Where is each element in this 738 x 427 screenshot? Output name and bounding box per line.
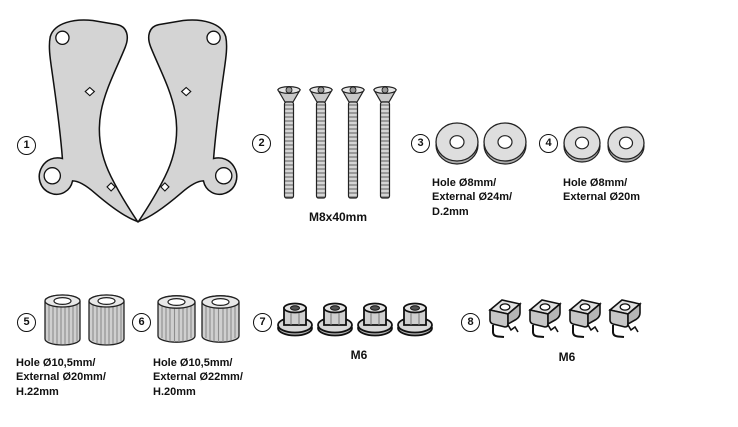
- washers-large-spec-label: Hole Ø8mm/ External Ø24m/ D.2mm: [432, 177, 513, 218]
- bolt-1: [276, 85, 302, 199]
- spacer-h22-2: [88, 294, 125, 346]
- washers-large-illustration: [435, 122, 527, 165]
- mounting-brackets-illustration: [38, 19, 238, 223]
- spacers-h20-spec-label: Hole Ø10,5mm/ External Ø22mm/ H.20mm: [153, 357, 243, 398]
- bracket-left: [38, 19, 140, 223]
- bracket-right-hole-top: [206, 30, 221, 46]
- part-7-number-badge: 7: [253, 313, 272, 332]
- part-4-number-badge: 4: [539, 134, 558, 153]
- spacers-h22-illustration: [44, 294, 125, 346]
- spacers-h22-spec-label: Hole Ø10,5mm/ External Ø20mm/ H.22mm: [16, 357, 106, 398]
- bracket-right-diamond-cutout-2: [160, 182, 170, 192]
- washers-small-illustration: [563, 126, 645, 163]
- part-8-number-badge: 8: [461, 313, 480, 332]
- spacer-h20-2: [201, 295, 240, 343]
- washers-small-spec-label: Hole Ø8mm/ External Ø20m: [563, 177, 641, 204]
- part-2-number-badge: 2: [252, 134, 271, 153]
- washer-small-1: [563, 126, 601, 163]
- part-1-number-badge: 1: [17, 136, 36, 155]
- part-6-number-badge: 6: [132, 313, 151, 332]
- part-5-number-badge: 5: [17, 313, 36, 332]
- bolts-illustration: [276, 85, 398, 199]
- flange-nut-2: [317, 302, 353, 337]
- bolt-4: [372, 85, 398, 199]
- part-3-number-badge: 3: [411, 134, 430, 153]
- spacer-h22-1: [44, 294, 81, 346]
- bolt-2: [308, 85, 334, 199]
- clip-nuts-illustration: [488, 299, 642, 338]
- flange-nut-3: [357, 302, 393, 337]
- flange-nuts-illustration: [277, 302, 433, 337]
- washer-large-2: [483, 122, 527, 165]
- spacers-h20-illustration: [157, 295, 240, 343]
- bracket-left-hole-top: [55, 30, 70, 46]
- flange-nuts-size-label: M6: [350, 348, 368, 362]
- flange-nut-1: [277, 302, 313, 337]
- bracket-right: [136, 19, 238, 223]
- washer-large-1: [435, 122, 479, 165]
- clip-nut-3: [568, 299, 602, 338]
- clip-nut-4: [608, 299, 642, 338]
- spacer-h20-1: [157, 295, 196, 343]
- bracket-right-hole-bottom: [214, 166, 233, 185]
- bracket-left-hole-bottom: [43, 166, 62, 185]
- bracket-right-diamond-cutout: [180, 86, 192, 97]
- flange-nut-4: [397, 302, 433, 337]
- washer-small-2: [607, 126, 645, 163]
- clip-nut-2: [528, 299, 562, 338]
- bracket-left-diamond-cutout-2: [106, 182, 116, 192]
- clip-nut-1: [488, 299, 522, 338]
- bracket-left-diamond-cutout: [84, 86, 96, 97]
- bolt-3: [340, 85, 366, 199]
- clip-nuts-size-label: M6: [558, 350, 576, 364]
- bolt-size-label: M8x40mm: [308, 210, 368, 224]
